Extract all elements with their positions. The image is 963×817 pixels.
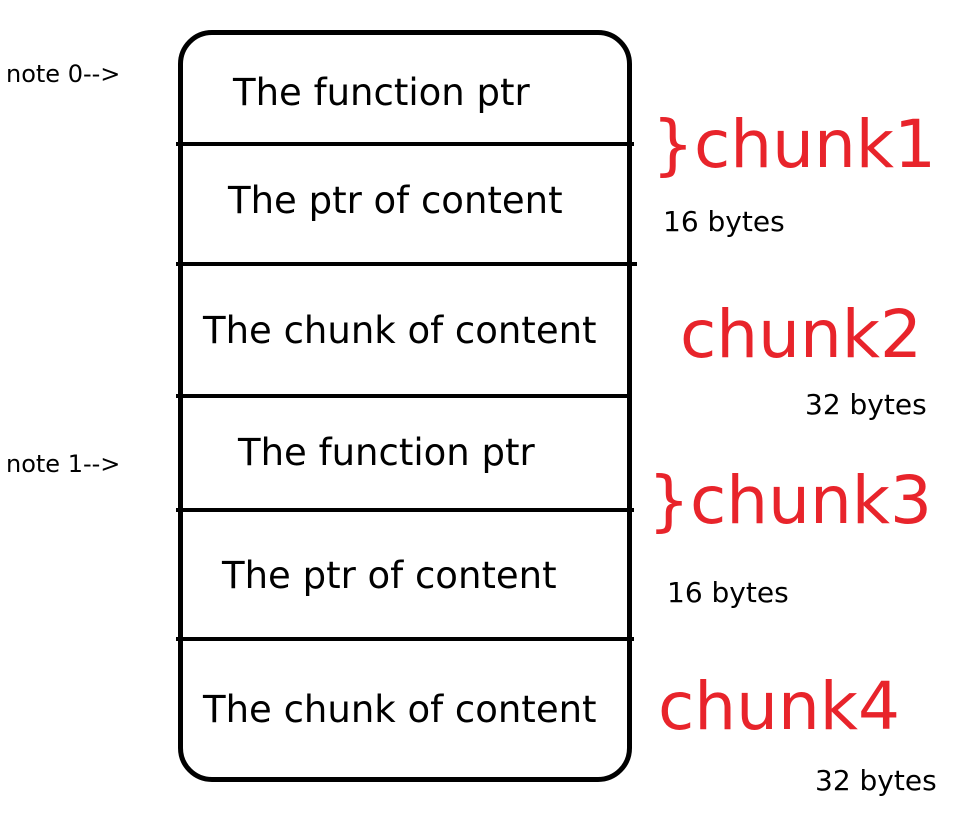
divider-line [176,508,634,512]
cell-content-ptr: The ptr of content [222,554,557,597]
divider-line [176,142,634,146]
chunk2-label: chunk2 [680,296,922,373]
chunk4-label: chunk4 [658,668,900,745]
divider-line [176,637,634,641]
note-0-pointer: note 0--> [6,60,121,88]
cell-content-chunk: The chunk of content [203,688,597,731]
memory-layout-block [178,30,632,782]
cell-function-ptr: The function ptr [233,71,530,114]
chunk3-size: 16 bytes [667,576,789,609]
note-1-pointer: note 1--> [6,450,121,478]
chunk4-size: 32 bytes [815,764,937,797]
cell-content-chunk: The chunk of content [203,309,597,352]
chunk2-size: 32 bytes [805,388,927,421]
cell-content-ptr: The ptr of content [228,179,563,222]
chunk1-size: 16 bytes [663,205,785,238]
chunk1-label: }chunk1 [652,106,936,183]
divider-line [176,394,632,398]
cell-function-ptr: The function ptr [238,431,535,474]
chunk3-label: }chunk3 [648,462,932,539]
divider-line [176,262,637,266]
